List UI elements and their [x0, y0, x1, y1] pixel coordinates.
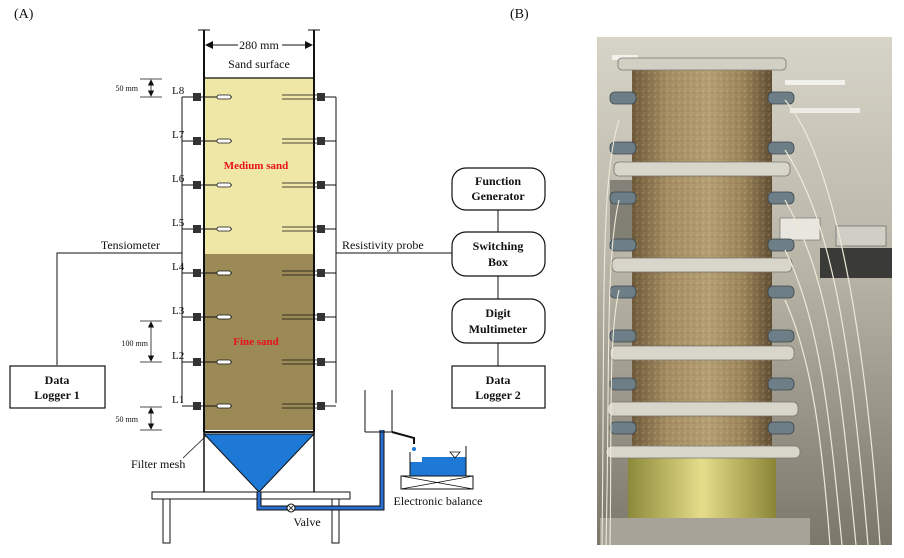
funnel — [202, 432, 316, 493]
electronic-balance — [400, 475, 474, 490]
function-generator: Function Generator — [451, 167, 546, 211]
tensiometer-cup — [216, 403, 232, 409]
panel-label-a: (A) — [14, 7, 34, 22]
tensiometer-cup — [216, 359, 232, 365]
tensiometer-cup — [216, 314, 232, 320]
spacing-bottom: 50 mm — [116, 406, 162, 431]
dm-line1: Digit — [485, 306, 510, 320]
tensiometer-cup — [216, 94, 232, 100]
dm-line2: Multimeter — [469, 322, 528, 336]
digit-multimeter: Digit Multimeter — [451, 298, 546, 344]
spacing-top: 50 mm — [116, 78, 162, 98]
resistivity-probe-label: Resistivity probe — [342, 238, 424, 252]
level-label: L8 — [172, 85, 185, 97]
photo-probe — [767, 329, 795, 343]
resistivity-connector — [317, 402, 325, 410]
logger2-line2: Logger 2 — [475, 388, 520, 402]
tensiometer-connector — [193, 181, 201, 189]
sb-line2: Box — [488, 255, 508, 269]
tensiometer-connector — [193, 137, 201, 145]
fg-line2: Generator — [471, 189, 525, 203]
tensiometer-cup — [216, 182, 232, 188]
width-label: 280 mm — [239, 38, 279, 52]
stand — [151, 491, 351, 544]
sand-surface-label: Sand surface — [228, 57, 290, 71]
level-label: L3 — [172, 305, 185, 317]
resistivity-connector — [317, 93, 325, 101]
photo-probe — [609, 238, 637, 252]
beaker — [409, 446, 467, 477]
tensiometer-connector — [193, 313, 201, 321]
spacing-bottom-label: 50 mm — [116, 415, 139, 424]
resistivity-connector — [317, 313, 325, 321]
medium-sand-layer — [204, 78, 314, 254]
photo-probe — [767, 421, 795, 435]
photo-probe — [767, 238, 795, 252]
level-label: L1 — [172, 394, 184, 406]
fg-line1: Function — [475, 174, 521, 188]
sensor-level-l1: L1 — [172, 394, 336, 410]
overflow-tube — [364, 390, 416, 451]
drain-pipe — [256, 430, 385, 513]
spacing-top-label: 50 mm — [116, 84, 139, 93]
photo-probe — [767, 141, 795, 155]
medium-sand-label: Medium sand — [224, 160, 289, 172]
photo-probe — [609, 377, 637, 391]
fine-sand-label: Fine sand — [233, 336, 279, 348]
photo-probe — [609, 91, 637, 105]
tensiometer-label: Tensiometer — [101, 238, 160, 252]
resistivity-connector — [317, 269, 325, 277]
tensiometer-connector — [193, 93, 201, 101]
tensiometer-connector — [193, 402, 201, 410]
photo-probe — [767, 377, 795, 391]
data-logger-2: Data Logger 2 — [451, 365, 546, 409]
photo-probe — [609, 421, 637, 435]
photo-probe — [767, 191, 795, 205]
level-label: L7 — [172, 129, 185, 141]
tensiometer-connector — [193, 225, 201, 233]
resistivity-connector — [317, 181, 325, 189]
level-label: L4 — [172, 261, 185, 273]
resistivity-connector — [317, 137, 325, 145]
valve-label: Valve — [293, 515, 320, 529]
logger1-line1: Data — [45, 373, 70, 387]
tensiometer-connector — [193, 358, 201, 366]
tensiometer-line — [56, 252, 182, 365]
data-logger-1: Data Logger 1 — [9, 365, 106, 409]
logger2-line1: Data — [486, 373, 511, 387]
level-label: L6 — [172, 173, 185, 185]
photo-probe — [609, 191, 637, 205]
photo-probe — [609, 329, 637, 343]
tensiometer-connector — [193, 269, 201, 277]
width-dimension: 280 mm — [203, 36, 315, 56]
sensor-level-l2: L2 — [172, 350, 336, 366]
sensor-level-l8: L8 — [172, 85, 336, 101]
switching-box: Switching Box — [451, 231, 546, 277]
electronic-balance-label: Electronic balance — [394, 494, 483, 508]
photo-probe — [609, 285, 637, 299]
photo-probe — [767, 91, 795, 105]
column-photo — [597, 37, 892, 546]
tensiometer-cup — [216, 270, 232, 276]
resistivity-connector — [317, 225, 325, 233]
level-label: L5 — [172, 217, 185, 229]
resistivity-connector — [317, 358, 325, 366]
filter-mesh-label: Filter mesh — [131, 457, 185, 471]
level-label: L2 — [172, 350, 184, 362]
panel-label-b: (B) — [510, 7, 529, 22]
logger1-line2: Logger 1 — [34, 388, 79, 402]
spacing-mid-label: 100 mm — [122, 339, 149, 348]
tensiometer-cup — [216, 226, 232, 232]
tensiometer-cup — [216, 138, 232, 144]
photo-probe — [767, 285, 795, 299]
sb-line1: Switching — [473, 239, 524, 253]
spacing-mid: 100 mm — [122, 320, 162, 363]
fine-sand-layer — [204, 254, 314, 430]
photo-probe — [609, 141, 637, 155]
